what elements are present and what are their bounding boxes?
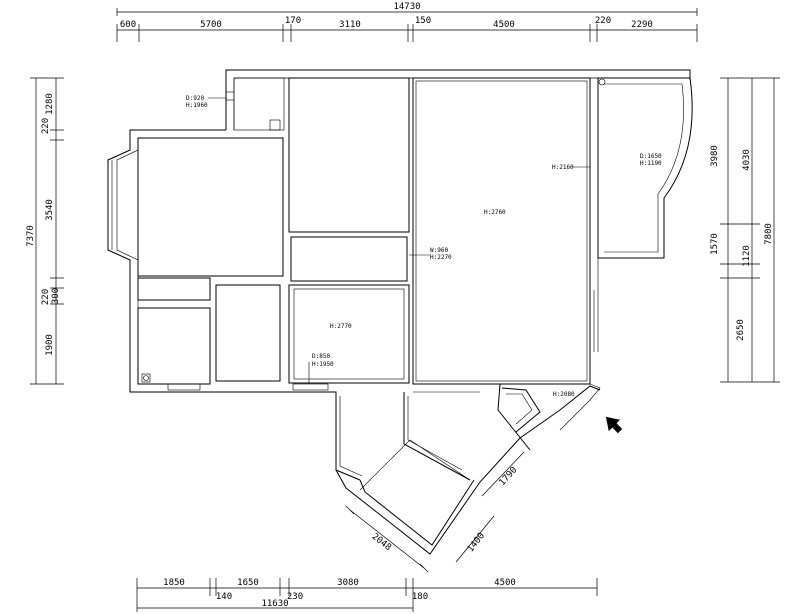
label-h-corr: H:2160 xyxy=(552,164,574,171)
dim-bottom-3: 4500 xyxy=(494,578,516,588)
dim-right-0: 3980 xyxy=(710,145,720,167)
right-dimension-chain: 3980 1570 2650 4030 1120 7800 xyxy=(710,77,780,383)
dim-diag-0: 2048 xyxy=(370,532,393,553)
label-h1: H:1960 xyxy=(186,102,208,109)
dim-top-2: 170 xyxy=(285,16,301,26)
dim-diag-2: 1790 xyxy=(498,465,520,488)
dim-right-1: 1570 xyxy=(710,233,720,255)
dim-left-5: 1900 xyxy=(45,334,55,356)
dim-bottom-small-0: 140 xyxy=(216,592,232,602)
room-labels: D:920 H:1960 D:1650 H:1190 H:2760 H:2160… xyxy=(186,95,662,398)
left-dimension-chain: 1280 220 3540 220 300 1900 7370 xyxy=(26,77,64,385)
dim-left-4: 300 xyxy=(51,288,61,304)
north-arrow-icon xyxy=(605,416,623,434)
dim-left-3: 220 xyxy=(41,289,51,305)
label-d1: D:920 xyxy=(186,95,204,102)
dim-left-1: 220 xyxy=(41,118,51,134)
label-h4: H:2770 xyxy=(330,323,352,330)
dim-right-total: 7800 xyxy=(764,223,774,245)
dim-left-0: 1280 xyxy=(45,93,55,115)
label-h5: H:1950 xyxy=(312,361,334,368)
diagonal-dimensions: 2048 1400 1790 xyxy=(345,451,525,573)
label-h2: H:1190 xyxy=(640,160,662,167)
dim-top-1: 5700 xyxy=(200,20,222,30)
label-h6: H:2080 xyxy=(553,391,575,398)
label-h3: H:2270 xyxy=(430,254,452,261)
dim-top-total: 14730 xyxy=(393,2,420,12)
dim-left-2: 3540 xyxy=(45,199,55,221)
dim-top-6: 220 xyxy=(595,16,611,26)
walls xyxy=(107,69,693,555)
dim-top-7: 2290 xyxy=(631,20,653,30)
label-w3: W:960 xyxy=(430,247,448,254)
label-d2: D:1650 xyxy=(640,153,662,160)
dim-diag-1: 1400 xyxy=(466,531,487,554)
top-dimension-chain: 14730 600 5700 170 3110 150 4500 220 229… xyxy=(116,2,698,42)
dim-bottom-1: 1650 xyxy=(237,578,259,588)
label-d5: D:850 xyxy=(312,353,330,360)
dim-bottom-small-2: 180 xyxy=(412,592,428,602)
dim-left-total: 7370 xyxy=(26,225,36,247)
label-h-main: H:2760 xyxy=(484,209,506,216)
dim-right-mid-1: 1120 xyxy=(742,245,752,267)
dim-bottom-0: 1850 xyxy=(163,578,185,588)
dim-bottom-small-1: 230 xyxy=(287,592,303,602)
dim-right-mid-0: 4030 xyxy=(742,149,752,171)
dim-right-2: 2650 xyxy=(736,319,746,341)
dim-top-4: 150 xyxy=(415,16,431,26)
dim-bottom-2: 3080 xyxy=(337,578,359,588)
bottom-dimension-chain: 1850 1650 3080 4500 140 230 180 11630 xyxy=(136,578,598,612)
dim-top-0: 600 xyxy=(120,20,136,30)
dim-bottom-total: 11630 xyxy=(261,599,288,609)
dim-top-3: 3110 xyxy=(339,20,361,30)
dim-top-5: 4500 xyxy=(493,20,515,30)
